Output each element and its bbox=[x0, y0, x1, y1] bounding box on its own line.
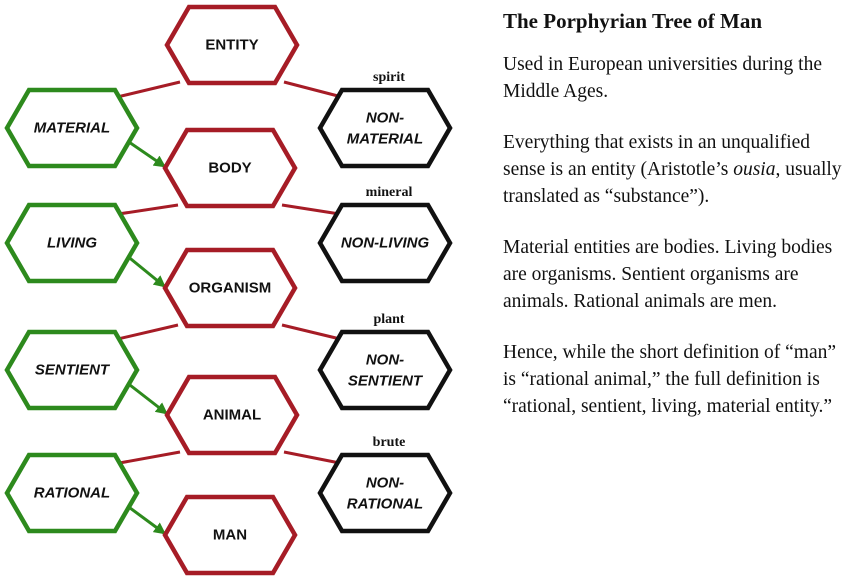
hexagon-nonmaterial bbox=[317, 87, 453, 169]
node-label-body: BODY bbox=[208, 160, 251, 177]
node-label-material: MATERIAL bbox=[34, 120, 110, 137]
node-nonmaterial: NON- MATERIAL bbox=[317, 87, 453, 169]
porphyrian-tree-diagram: ENTITY MATERIAL NON- MATERIAL BODY LIVING NON-… bbox=[4, 4, 453, 576]
arrow-living-to-organism bbox=[125, 253, 166, 288]
paragraph-2: Everything that exists in an unqualified… bbox=[503, 129, 851, 210]
panel-title: The Porphyrian Tree of Man bbox=[503, 9, 762, 33]
hexagon-body bbox=[162, 127, 298, 209]
paragraph-2-text-b: , usually translated as “substance”). bbox=[503, 159, 842, 207]
node-label-organism: ORGANISM bbox=[189, 280, 272, 297]
node-body: BODY bbox=[162, 127, 298, 209]
node-material: MATERIAL bbox=[4, 87, 140, 169]
node-entity: ENTITY bbox=[164, 4, 300, 86]
hexagon-man bbox=[162, 494, 298, 576]
arrow-sentient-to-animal bbox=[125, 380, 168, 415]
paragraph-2-text-a: Everything that exists in an unqualified… bbox=[503, 132, 811, 180]
hexagon-nonliving bbox=[317, 202, 453, 284]
node-label-sentient: SENTIENT bbox=[35, 362, 111, 379]
node-nonrational: NON- RATIONAL bbox=[317, 452, 453, 534]
paragraph-1-text: Used in European universities during the… bbox=[503, 54, 822, 102]
hexagon-organism bbox=[162, 247, 298, 329]
paragraph-4-text: Hence, while the short definition of “ma… bbox=[503, 342, 837, 417]
ousia-term: ousia bbox=[733, 159, 776, 180]
tag-nonsentient: plant bbox=[373, 312, 404, 327]
node-sentient: SENTIENT bbox=[4, 329, 140, 411]
node-label-nonmaterial-2: MATERIAL bbox=[347, 131, 423, 148]
node-label-entity: ENTITY bbox=[205, 37, 258, 54]
hexagon-animal bbox=[164, 374, 300, 456]
node-label-nonliving: NON-LIVING bbox=[341, 235, 430, 252]
description-panel: The Porphyrian Tree of Man Used in Europ… bbox=[503, 8, 851, 444]
node-label-living: LIVING bbox=[47, 235, 97, 252]
node-label-nonsentient-2: SENTIENT bbox=[348, 373, 424, 390]
paragraph-4: Hence, while the short definition of “ma… bbox=[503, 339, 851, 420]
node-living: LIVING bbox=[4, 202, 140, 284]
hexagon-nonsentient bbox=[317, 329, 453, 411]
tag-nonmaterial: spirit bbox=[373, 70, 405, 85]
paragraph-3: Material entities are bodies. Living bod… bbox=[503, 234, 851, 315]
node-animal: ANIMAL bbox=[164, 374, 300, 456]
node-label-nonrational-2: RATIONAL bbox=[347, 496, 423, 513]
tag-nonliving: mineral bbox=[366, 185, 413, 200]
node-rational: RATIONAL bbox=[4, 452, 140, 534]
arrow-rational-to-man bbox=[125, 503, 166, 535]
node-label-nonrational-1: NON- bbox=[366, 475, 404, 492]
tag-nonrational: brute bbox=[373, 435, 406, 450]
node-label-nonsentient-1: NON- bbox=[366, 352, 404, 369]
node-nonliving: NON-LIVING bbox=[317, 202, 453, 284]
node-label-animal: ANIMAL bbox=[203, 407, 261, 424]
paragraph-3-text: Material entities are bodies. Living bod… bbox=[503, 237, 833, 312]
hexagon-rational bbox=[4, 452, 140, 534]
hexagon-sentient bbox=[4, 329, 140, 411]
hexagon-entity bbox=[164, 4, 300, 86]
paragraph-1: Used in European universities during the… bbox=[503, 51, 851, 105]
nodes: ENTITY MATERIAL NON- MATERIAL BODY LIVING NON-… bbox=[4, 4, 453, 576]
node-nonsentient: NON- SENTIENT bbox=[317, 329, 453, 411]
node-man: MAN bbox=[162, 494, 298, 576]
hexagon-nonrational bbox=[317, 452, 453, 534]
node-organism: ORGANISM bbox=[162, 247, 298, 329]
node-label-man: MAN bbox=[213, 527, 247, 544]
hexagon-material bbox=[4, 87, 140, 169]
arrow-material-to-body bbox=[125, 138, 166, 168]
node-label-nonmaterial-1: NON- bbox=[366, 110, 404, 127]
hexagon-living bbox=[4, 202, 140, 284]
node-label-rational: RATIONAL bbox=[34, 485, 110, 502]
